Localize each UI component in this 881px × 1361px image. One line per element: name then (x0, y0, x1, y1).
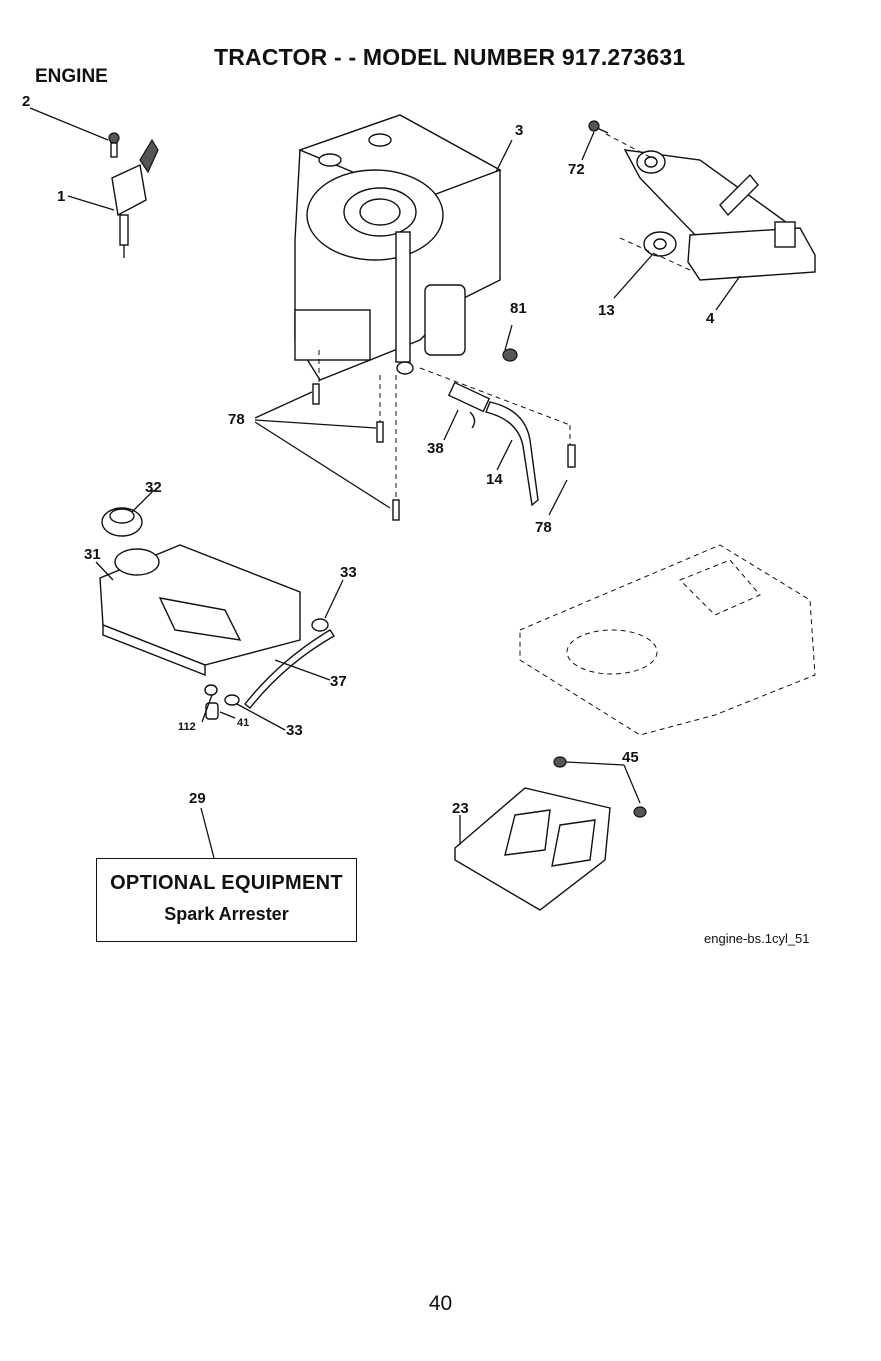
fuel-line-part (486, 402, 538, 505)
callout-78-right: 78 (535, 519, 552, 536)
callout-14: 14 (486, 471, 503, 488)
leader-lines-1-2 (30, 108, 114, 210)
callout-3: 3 (515, 122, 523, 139)
nut-81-part (503, 349, 517, 361)
throttle-control-part (109, 133, 158, 258)
callout-31: 31 (84, 546, 101, 563)
callout-81: 81 (510, 300, 527, 317)
fuel-tank-part (100, 545, 300, 675)
leader-line-3 (496, 140, 512, 172)
callout-37: 37 (330, 673, 347, 690)
callout-41: 41 (237, 717, 249, 729)
callout-32: 32 (145, 479, 162, 496)
callout-33-lower: 33 (286, 722, 303, 739)
bolt-72-part (589, 121, 608, 133)
callout-72: 72 (568, 161, 585, 178)
optional-equipment-box: OPTIONAL EQUIPMENT Spark Arrester (96, 858, 357, 942)
tank-fitting-part (205, 685, 218, 719)
callout-23: 23 (452, 800, 469, 817)
callout-4: 4 (706, 310, 715, 327)
callout-112: 112 (178, 721, 196, 733)
callout-2: 2 (22, 93, 30, 110)
callout-29: 29 (189, 790, 206, 807)
page-number: 40 (0, 1292, 881, 1316)
muffler-part (625, 150, 815, 280)
callout-78-left: 78 (228, 411, 245, 428)
callout-38: 38 (427, 440, 444, 457)
exhaust-gasket-part (644, 232, 676, 256)
fuel-cap-part (102, 508, 142, 536)
figure-reference: engine-bs.1cyl_51 (704, 931, 810, 946)
optional-equipment-heading: OPTIONAL EQUIPMENT (97, 872, 356, 895)
leader-line-29 (201, 808, 214, 858)
callout-1: 1 (57, 188, 65, 205)
engine-mounting-plate-outline (520, 545, 815, 735)
callout-13: 13 (598, 302, 615, 319)
callout-45: 45 (622, 749, 639, 766)
fuel-filter-part (449, 383, 489, 428)
heat-shield-part (455, 788, 610, 910)
optional-equipment-item: Spark Arrester (97, 904, 356, 925)
callout-33-upper: 33 (340, 564, 357, 581)
engine-part (295, 115, 500, 380)
